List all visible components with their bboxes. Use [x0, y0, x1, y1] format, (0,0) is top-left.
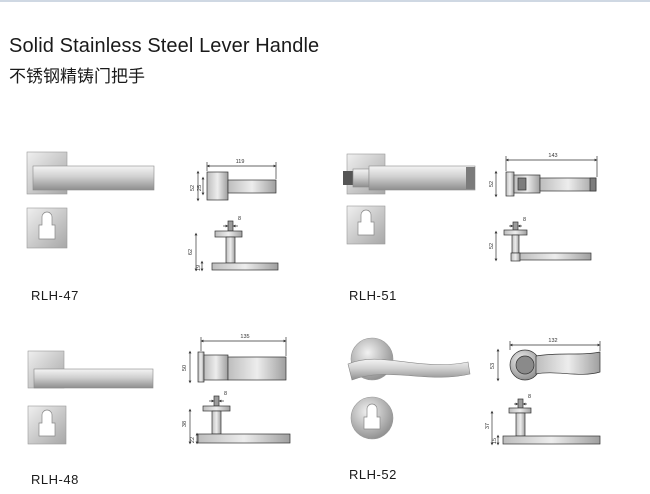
dimension-labels-rlh-48: 135 50 8 38 22 — [182, 334, 250, 443]
dimension-labels-rlh-52: 132 53 8 37 15 — [485, 338, 558, 444]
svg-text:53: 53 — [490, 363, 496, 369]
technical-drawing-rlh-51 — [494, 156, 598, 262]
model-label-rlh-52: RLH-52 — [349, 467, 397, 482]
svg-text:37: 37 — [485, 423, 491, 429]
svg-text:132: 132 — [548, 338, 557, 344]
product-photo-rlh-52 — [347, 337, 471, 440]
technical-drawing-rlh-48 — [188, 337, 291, 445]
svg-text:19: 19 — [196, 265, 202, 271]
dimension-labels-rlh-47: 119 52 25 8 62 19 — [188, 159, 244, 271]
svg-text:38: 38 — [182, 421, 188, 427]
svg-text:25: 25 — [197, 185, 203, 191]
product-photo-rlh-51 — [343, 153, 476, 245]
svg-text:8: 8 — [523, 217, 526, 223]
svg-text:135: 135 — [240, 334, 249, 340]
model-label-rlh-47: RLH-47 — [31, 288, 79, 303]
svg-text:22: 22 — [190, 437, 196, 443]
svg-text:50: 50 — [182, 365, 188, 371]
page-title: Solid Stainless Steel Lever Handle — [9, 35, 320, 57]
svg-text:119: 119 — [236, 159, 245, 165]
svg-text:52: 52 — [190, 185, 196, 191]
page-subtitle-chinese: 不锈钢精铸门把手 — [9, 67, 145, 87]
model-label-rlh-48: RLH-48 — [31, 472, 79, 487]
svg-text:52: 52 — [489, 181, 495, 187]
model-label-rlh-51: RLH-51 — [349, 288, 397, 303]
product-photo-rlh-47 — [26, 151, 155, 249]
svg-text:62: 62 — [188, 249, 194, 255]
dimension-labels-rlh-51: 143 52 8 52 — [489, 153, 558, 249]
top-border-line — [0, 0, 650, 2]
svg-text:8: 8 — [224, 391, 227, 397]
product-photo-rlh-48 — [27, 350, 154, 445]
technical-drawing-rlh-52 — [490, 341, 601, 446]
svg-text:8: 8 — [238, 216, 241, 222]
svg-text:52: 52 — [489, 243, 495, 249]
svg-text:15: 15 — [492, 438, 498, 444]
svg-text:143: 143 — [548, 153, 557, 159]
technical-drawing-rlh-47 — [194, 162, 279, 272]
svg-text:8: 8 — [528, 394, 531, 400]
